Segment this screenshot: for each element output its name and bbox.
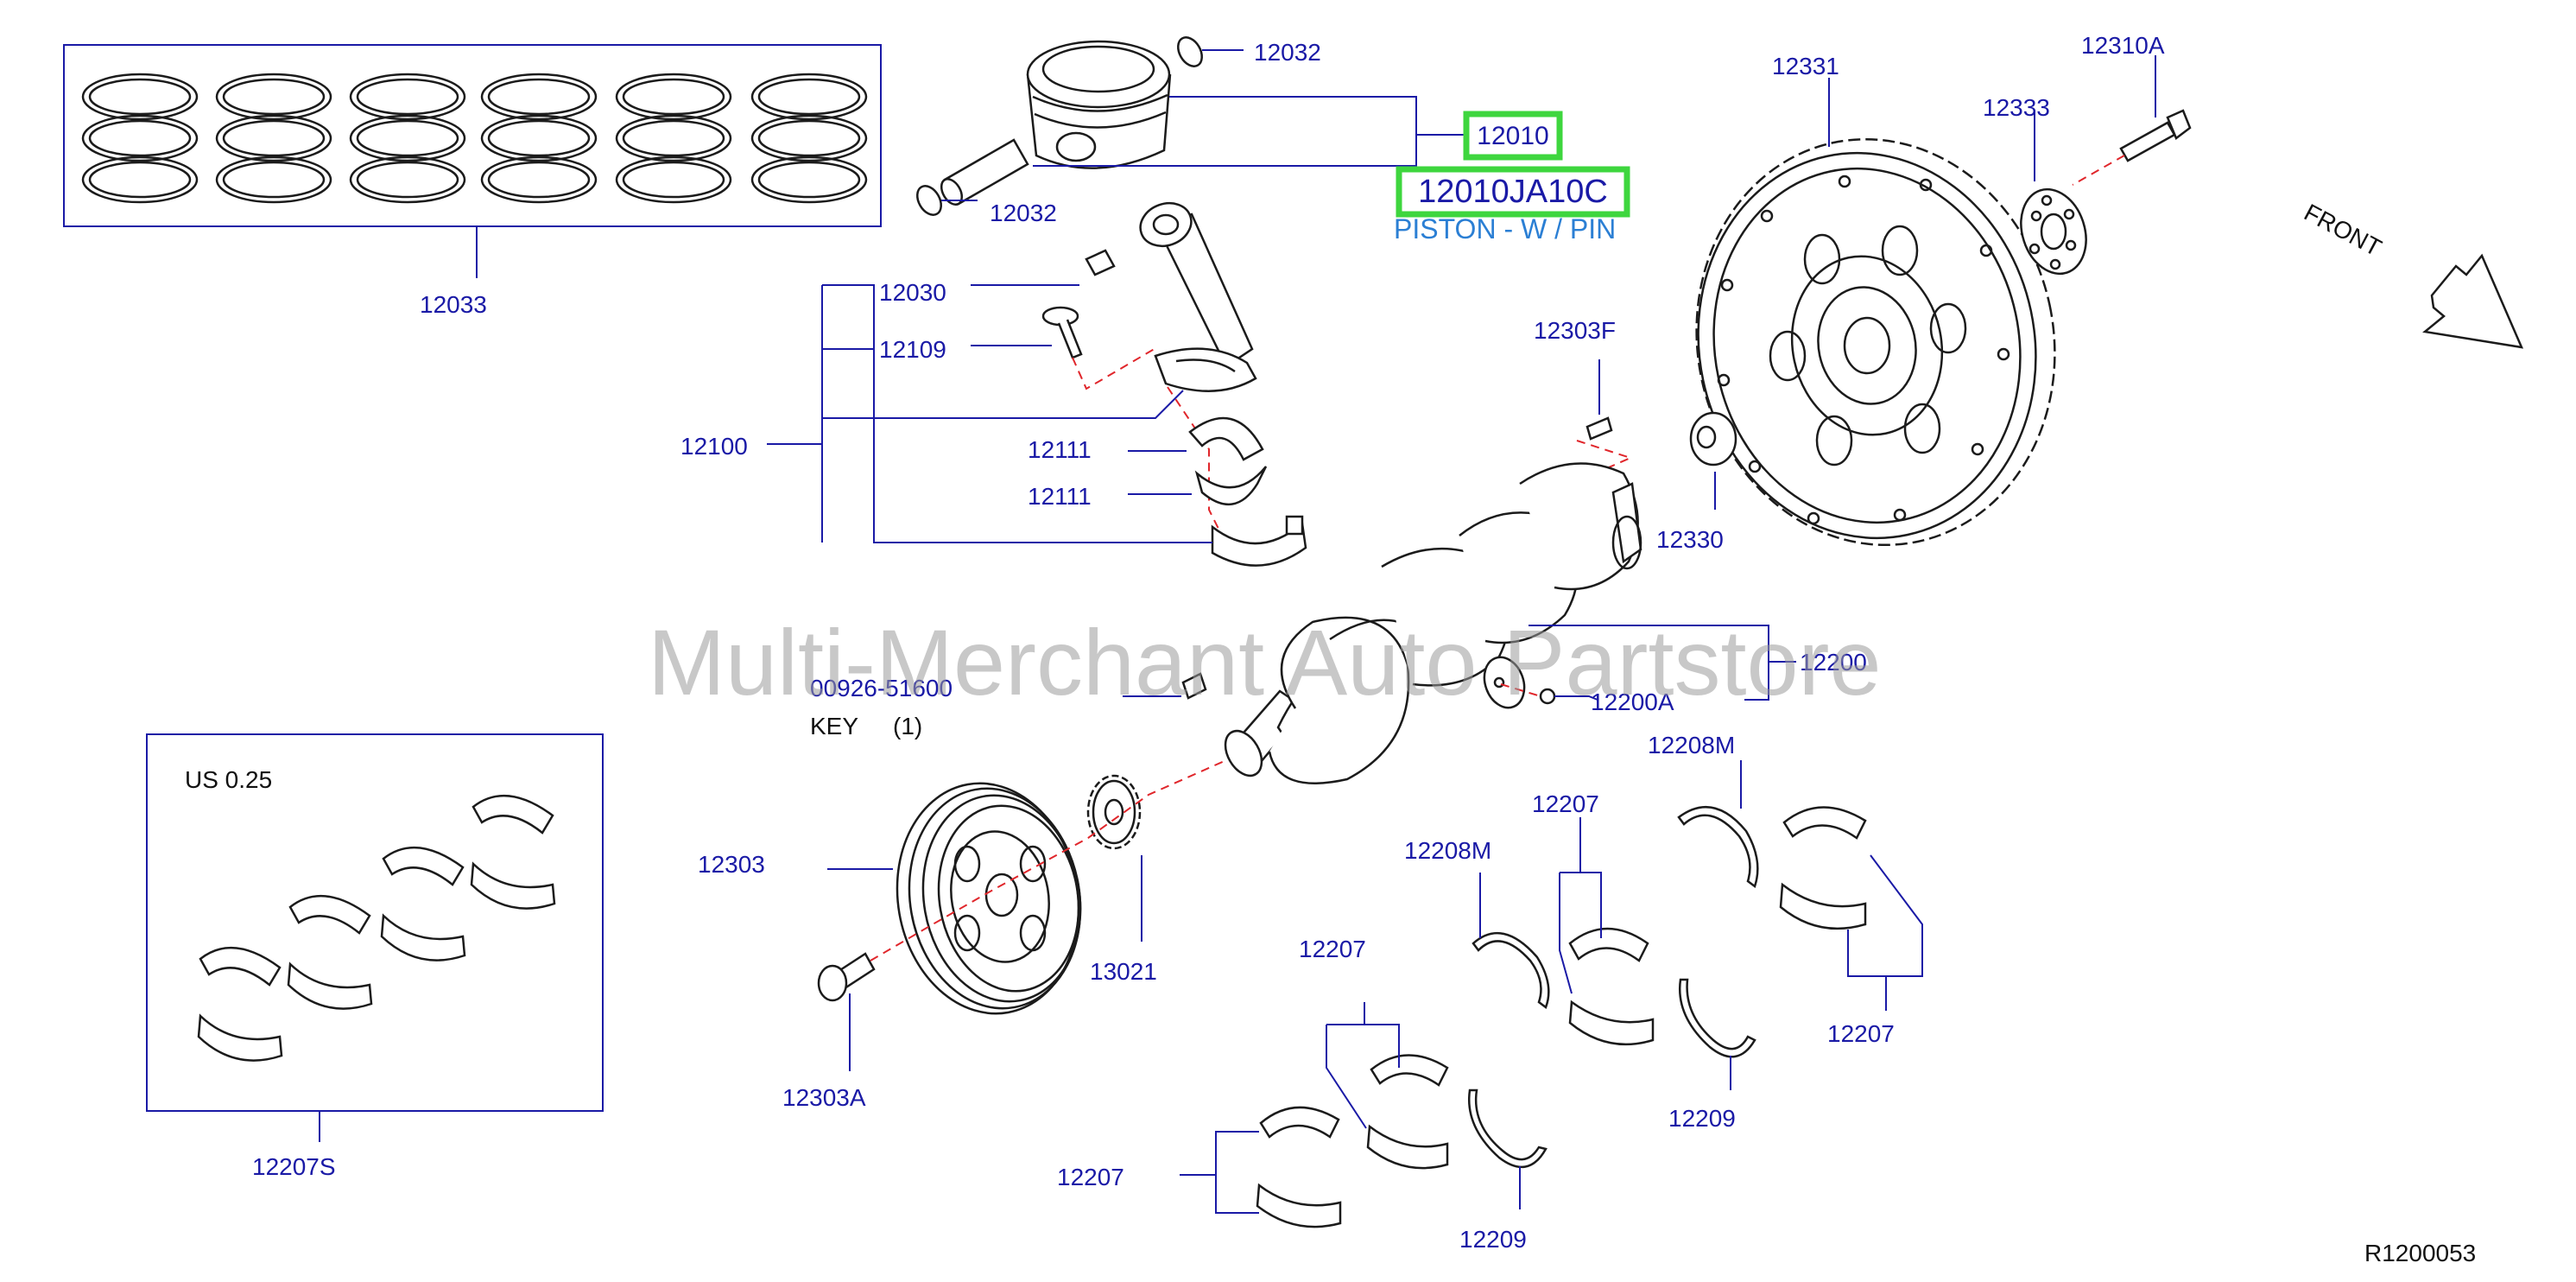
- piston[interactable]: [1026, 40, 1172, 169]
- callout-12200A[interactable]: 12200A: [1591, 689, 1674, 715]
- watermark: Multi-Merchant Auto Partstore: [648, 610, 1882, 714]
- piston-pin[interactable]: [937, 138, 1029, 208]
- callout-12303F[interactable]: 12303F: [1534, 317, 1616, 344]
- callout-12330[interactable]: 12330: [1656, 526, 1724, 553]
- piston-ring-set[interactable]: [63, 44, 882, 227]
- pilot-converter[interactable]: [1689, 411, 1737, 466]
- callout-12209-b[interactable]: 12209: [1668, 1105, 1736, 1132]
- callout-12207-c[interactable]: 12207: [1532, 790, 1599, 817]
- callout-12032-lower[interactable]: 12032: [990, 200, 1057, 226]
- callout-12310A[interactable]: 12310A: [2081, 32, 2165, 59]
- callout-00926-51600[interactable]: 00926-51600: [810, 675, 953, 701]
- callout-12100[interactable]: 12100: [680, 433, 748, 460]
- highlight-description: PISTON - W / PIN: [1394, 213, 1616, 244]
- callout-12303[interactable]: 12303: [698, 851, 765, 878]
- dowel-pin[interactable]: [1585, 416, 1613, 441]
- callout-12303A[interactable]: 12303A: [782, 1084, 866, 1111]
- thrust-washer-upper-2[interactable]: [1677, 805, 1759, 889]
- pulley-bolt[interactable]: [817, 952, 876, 1002]
- main-bearing-3[interactable]: [1568, 927, 1655, 1046]
- reinforcement-plate[interactable]: [2010, 181, 2096, 282]
- rod-bushing[interactable]: [1085, 249, 1116, 276]
- highlight-part-number[interactable]: 12010: [1477, 122, 1548, 150]
- callout-12207S[interactable]: 12207S: [252, 1153, 336, 1180]
- main-bearing-2[interactable]: [1366, 1054, 1449, 1170]
- callout-12032-upper[interactable]: 12032: [1254, 39, 1321, 66]
- callout-12331[interactable]: 12331: [1772, 53, 1839, 79]
- key-label: KEY: [810, 713, 858, 739]
- callout-12200[interactable]: 12200: [1800, 649, 1867, 676]
- callout-12111-lower[interactable]: 12111: [1028, 483, 1092, 510]
- flywheel[interactable]: [1659, 105, 2092, 578]
- callout-12030[interactable]: 12030: [879, 279, 946, 306]
- callout-12207-b[interactable]: 12207: [1299, 936, 1366, 962]
- callout-12333[interactable]: 12333: [1983, 94, 2050, 121]
- highlight-part-box: [1463, 111, 1563, 161]
- con-rod-bearing-lower[interactable]: [1194, 466, 1268, 506]
- thrust-washer-upper-1[interactable]: [1472, 931, 1550, 1009]
- key-qty: (1): [893, 713, 922, 739]
- thrust-washer-lower-2[interactable]: [1679, 978, 1756, 1058]
- crankshaft[interactable]: [1218, 462, 1642, 785]
- callout-12207-d[interactable]: 12207: [1827, 1020, 1895, 1047]
- undersize-bearing-kit[interactable]: [146, 733, 604, 1112]
- rod-bolt[interactable]: [1041, 306, 1083, 359]
- undersize-note: US 0.25: [185, 766, 272, 793]
- callout-12207-a[interactable]: 12207: [1057, 1164, 1124, 1190]
- woodruff-key[interactable]: [1181, 672, 1207, 700]
- callout-12033[interactable]: 12033: [420, 291, 487, 318]
- connecting-rod[interactable]: [1135, 196, 1257, 392]
- callout-12208M-b[interactable]: 12208M: [1648, 732, 1735, 758]
- callout-12208M-a[interactable]: 12208M: [1404, 837, 1491, 864]
- callout-12109[interactable]: 12109: [879, 336, 946, 363]
- main-bearing-1[interactable]: [1256, 1106, 1342, 1228]
- snap-ring-lower[interactable]: [913, 181, 946, 219]
- flywheel-bolt[interactable]: [2119, 109, 2192, 162]
- highlight-catalog-box: [1396, 166, 1630, 218]
- thrust-washer-lower-1[interactable]: [1468, 1088, 1547, 1169]
- drawing-id: R1200053: [2364, 1240, 2476, 1266]
- con-rod-cap[interactable]: [1211, 515, 1307, 567]
- callout-12209-a[interactable]: 12209: [1459, 1226, 1527, 1253]
- callout-12111-upper[interactable]: 12111: [1028, 436, 1092, 463]
- crank-sprocket[interactable]: [1086, 774, 1142, 850]
- front-arrow-icon: [2422, 253, 2524, 349]
- highlight-catalog-number[interactable]: 12010JA10C: [1418, 174, 1608, 210]
- con-rod-bearing-upper[interactable]: [1188, 416, 1264, 461]
- callout-13021[interactable]: 13021: [1090, 958, 1157, 985]
- main-bearing-4[interactable]: [1779, 806, 1867, 930]
- front-direction-label: FRONT: [2300, 199, 2386, 262]
- snap-ring-upper[interactable]: [1174, 33, 1207, 70]
- crank-pulley[interactable]: [879, 769, 1097, 1028]
